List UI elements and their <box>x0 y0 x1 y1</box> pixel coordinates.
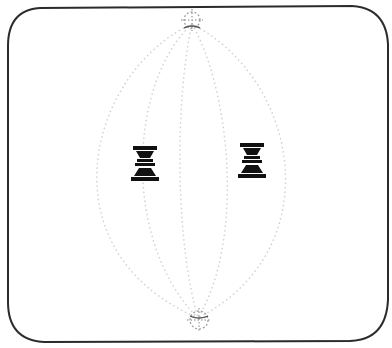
centrosome-bottom <box>187 308 211 332</box>
spindle-fiber <box>192 24 286 318</box>
spindle-fiber <box>180 24 198 318</box>
cell-membrane <box>8 6 388 342</box>
chromosome-pair-left <box>131 146 159 181</box>
chromosome-pair-right <box>238 143 266 178</box>
centrosome-top <box>181 9 203 31</box>
spindle-fiber <box>192 24 227 318</box>
